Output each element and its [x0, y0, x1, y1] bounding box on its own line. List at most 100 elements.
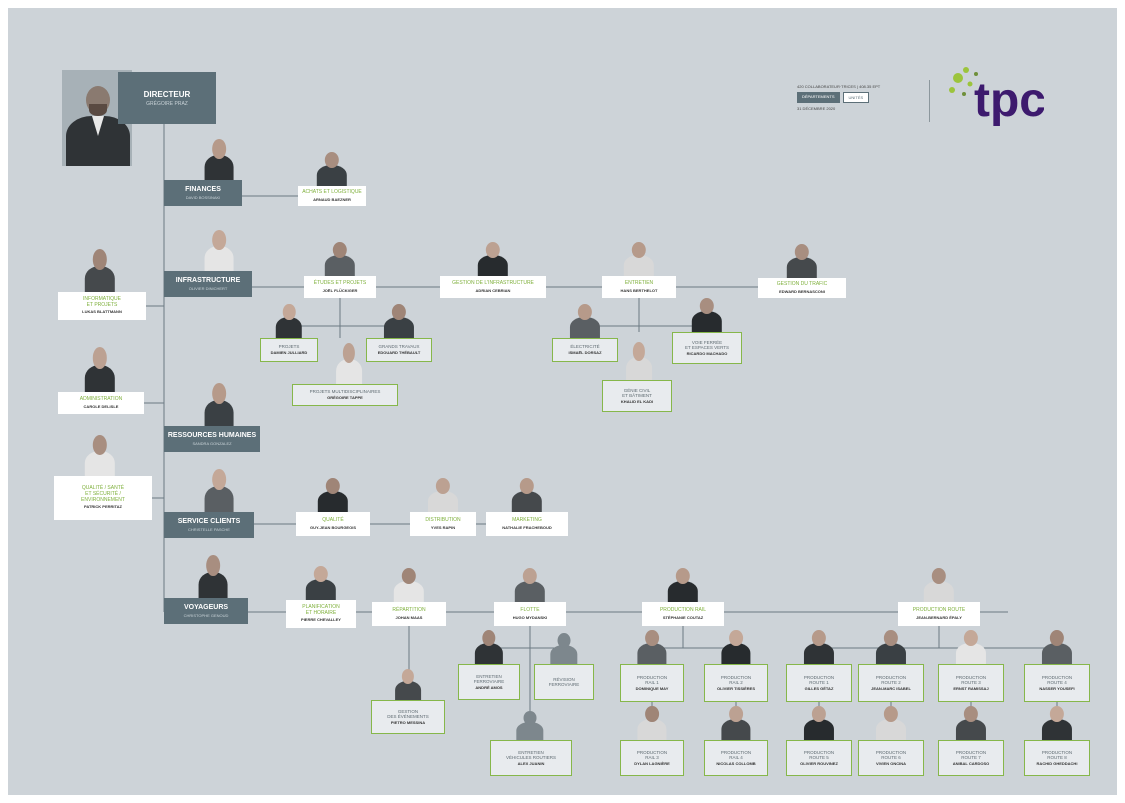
entretien-routiers-photo [512, 706, 548, 740]
service-clients-name: CHRISTELLE PASCHE [188, 526, 230, 532]
prod-route-3-title: PRODUCTION ROUTE 3 [955, 674, 987, 685]
genie-civil-photo [622, 336, 656, 380]
qualite-title: QUALITÉ [322, 516, 344, 523]
prod-route-5-title: PRODUCTION ROUTE 5 [803, 749, 835, 760]
departements-chip: DÉPARTEMENTS [797, 92, 840, 103]
voyageurs-name: CHRISTOPHE GENOUD [183, 612, 229, 618]
org-chart-sheet: DIRECTEUR GRÉGOIRE PRAZ 420 COLLABORATEU… [8, 8, 1117, 795]
gestion-infra-title: GESTION DE L'INFRASTRUCTURE [452, 279, 534, 286]
unites-chip: UNITÉS [842, 92, 870, 103]
prod-route-6-name: VIVIEN ONCINA [875, 760, 906, 766]
ressources-name: SANDRA GONZALEZ [192, 440, 232, 446]
planification-title: PLANIFICATION ET HORAIRE [302, 603, 340, 616]
planification-name: PIERRE CHEVALLEY [301, 617, 341, 623]
prod-route-8-photo [1037, 700, 1077, 740]
genie-civil-title: GÉNIE CIVIL ET BÂTIMENT [622, 387, 652, 398]
ressources-photo [200, 376, 238, 426]
grands-travaux-name: EDOUARD THÉBAULT [377, 350, 421, 356]
distribution-photo [423, 472, 463, 512]
flotte-photo [510, 562, 550, 602]
distribution-name: YVES RAPIN [430, 524, 456, 530]
prod-route-1-title: PRODUCTION ROUTE 1 [803, 674, 835, 685]
tpc-logo-icon: tpc [949, 67, 1044, 127]
administration-photo [80, 340, 120, 392]
prod-route-5-photo [799, 700, 839, 740]
service-clients-photo [200, 462, 238, 512]
entretien-ferro-title: ENTRETIEN FERROVIAIRE [473, 673, 505, 684]
prod-rail-3-name: DYLAN LAGNIÈRE [634, 760, 670, 766]
flotte-name: HUGO MYDANSKI [512, 614, 548, 620]
gestion-trafic-photo [782, 238, 822, 278]
prod-rail-1-title: PRODUCTION RAIL 1 [636, 674, 668, 685]
prod-route-4-name: NASSER YOUSEFI [1039, 685, 1075, 691]
marketing-photo [507, 472, 547, 512]
prod-route-5-name: OLIVIER ROUVINEZ [800, 760, 838, 766]
projets-multi-title: PROJETS MULTIDISCIPLINAIRES [309, 389, 381, 395]
infrastructure-photo [200, 223, 238, 271]
prod-route-1-name: GILLES GÉTAZ [804, 685, 834, 691]
gestion-evenements-name: PIETRO MESSINA [390, 719, 426, 725]
prod-route-3-name: ERNST RAMISSAJ [953, 685, 989, 691]
qualite-sse-box: QUALITÉ / SANTÉ ET SÉCURITÉ / ENVIRONNEM… [54, 476, 152, 520]
qualite-sse-title: QUALITÉ / SANTÉ ET SÉCURITÉ / ENVIRONNEM… [81, 485, 125, 503]
revision-ferro-box: RÉVISION FERROVIAIRE [534, 664, 594, 700]
prod-route-7-title: PRODUCTION ROUTE 7 [955, 749, 987, 760]
prod-route-2-title: PRODUCTION ROUTE 2 [875, 674, 907, 685]
prod-route-2-photo [871, 624, 911, 664]
prod-route-2-name: JEAN-MARC ISABEL [871, 685, 911, 691]
prod-rail-2-title: PRODUCTION RAIL 2 [720, 674, 752, 685]
projets-multi-photo [332, 336, 366, 384]
repartition-photo [389, 562, 429, 602]
entretien-routiers-title: ENTRETIEN VÉHICULES ROUTIERS [505, 749, 556, 760]
gestion-trafic-title: GESTION DU TRAFIC [776, 280, 828, 287]
chart-date: 31 DÉCEMBRE 2020 [797, 106, 836, 111]
prod-route-6-photo [871, 700, 911, 740]
grands-travaux-photo [379, 298, 419, 338]
prod-route-7-photo [951, 700, 991, 740]
gestion-evenements-title: GESTION DES ÉVÉNEMENTS [387, 708, 429, 719]
entretien-ferro-photo [470, 624, 507, 664]
service-clients-title: SERVICE CLIENTS [177, 517, 241, 525]
repartition-name: JOHAN MAAS [395, 614, 423, 620]
finances-photo [200, 132, 238, 180]
electricite-photo [565, 298, 605, 338]
entretien-routiers-name: ALEX JUANIN [517, 760, 545, 766]
prod-route-4-title: PRODUCTION ROUTE 4 [1041, 674, 1073, 685]
production-route-name: JEAN-BERNARD ÉPALY [916, 614, 962, 620]
prod-rail-2-photo [717, 624, 755, 664]
prod-route-7-name: ANIBAL CARDOSO [952, 760, 990, 766]
gestion-infra-photo [473, 236, 513, 276]
revision-ferro-title: RÉVISION FERROVIAIRE [548, 676, 580, 687]
etudes-photo [320, 236, 360, 276]
repartition-title: RÉPARTITION [392, 606, 426, 613]
infrastructure-name: OLIVIER DINICHERT [188, 285, 228, 291]
gestion-trafic-name: EDWARD BERNASCONI [779, 288, 825, 294]
